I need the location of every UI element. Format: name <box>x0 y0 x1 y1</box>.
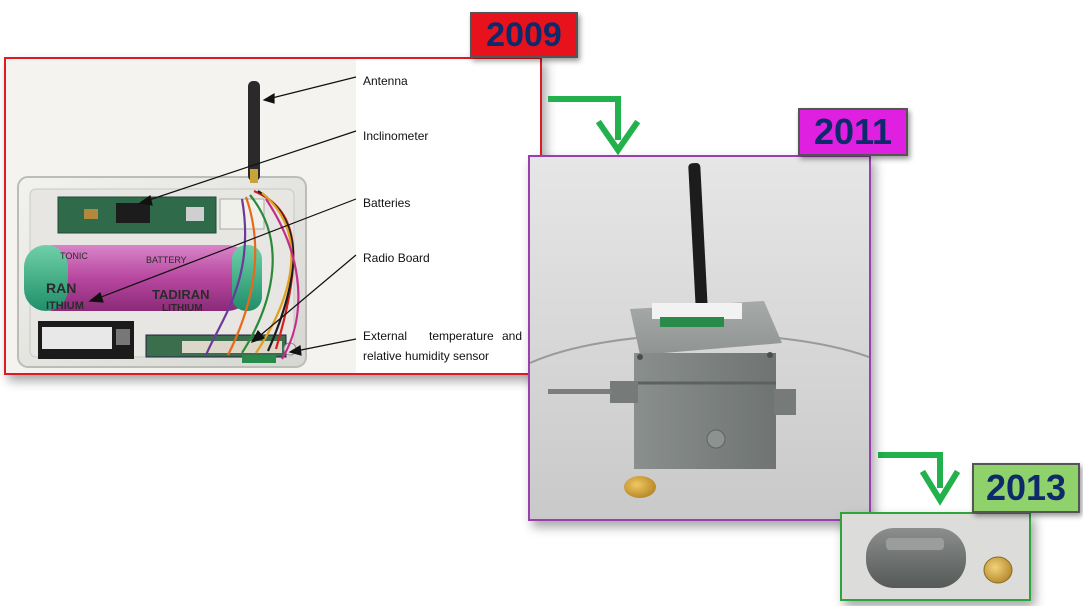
antenna-rod <box>688 162 708 314</box>
push-button <box>706 429 726 449</box>
year-badge-2013: 2013 <box>972 463 1080 513</box>
sensor-pod <box>866 528 966 588</box>
battery-cell <box>24 245 256 311</box>
battery-print-brand-right: TADIRAN <box>152 287 210 302</box>
connector-strip <box>652 303 742 319</box>
cable-gland-left <box>610 381 638 403</box>
year-badge-2011: 2011 <box>798 108 908 156</box>
battery-print-brand-left: RAN <box>46 280 76 296</box>
label-external-line1-word2: temperature <box>429 329 494 343</box>
label-batteries: Batteries <box>363 196 411 210</box>
coin <box>983 556 1013 584</box>
photo-panel-2013 <box>840 512 1031 601</box>
arrow-2011-to-2013 <box>878 452 943 488</box>
sensor-node-2013-photo <box>842 514 1029 599</box>
enclosure-front <box>634 353 776 469</box>
photo-panel-2009: TONIC BATTERY RAN TADIRAN ITHIUM LITHIUM <box>4 57 542 375</box>
arrow-2009-to-2011 <box>548 96 621 140</box>
sensor-node-2011-photo <box>530 157 869 519</box>
cable-gland-right <box>774 389 796 415</box>
battery-print-lithium-left: ITHIUM <box>46 300 84 312</box>
label-external-line2: relative humidity sensor <box>363 349 490 363</box>
battery-print-lithium-right: LITHIUM <box>162 303 203 314</box>
coin <box>624 476 656 498</box>
sensor-node-2009-photo: TONIC BATTERY RAN TADIRAN ITHIUM LITHIUM <box>6 59 357 373</box>
year-badge-2009: 2009 <box>470 12 578 58</box>
label-inclinometer: Inclinometer <box>363 129 429 143</box>
label-external-line1-word1: External <box>363 329 408 343</box>
battery-print-top-left: TONIC <box>60 251 88 261</box>
label-antenna: Antenna <box>363 74 408 88</box>
antenna-rod <box>248 81 260 181</box>
photo-panel-2011 <box>528 155 871 521</box>
label-external-line1-word3: and <box>502 329 523 343</box>
label-radio-board: Radio Board <box>363 251 430 265</box>
battery-print-top-right: BATTERY <box>146 255 187 265</box>
